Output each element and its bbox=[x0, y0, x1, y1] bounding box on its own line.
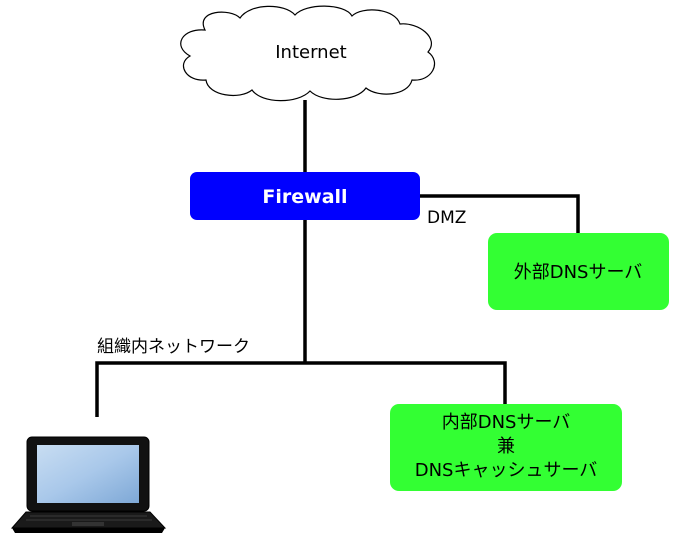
laptop-icon bbox=[10, 436, 167, 533]
internal-dns-line-2: 兼 bbox=[497, 436, 515, 457]
internet-cloud: Internet bbox=[180, 5, 435, 102]
firewall-dmz-link bbox=[420, 194, 580, 234]
external-dns-box bbox=[488, 233, 669, 310]
laptop-touchpad bbox=[72, 522, 104, 526]
firewall-label: Firewall bbox=[262, 186, 347, 208]
laptop-screen bbox=[37, 445, 139, 503]
firewall-node: Firewall bbox=[190, 172, 420, 220]
internal-dns-line-1: 内部DNSサーバ bbox=[442, 412, 571, 433]
internal-network-label: 組織内ネットワーク bbox=[97, 337, 250, 357]
dmz-label: DMZ bbox=[427, 208, 466, 228]
laptop-keys bbox=[26, 515, 152, 521]
internal-dns-node: 内部DNSサーバ 兼 DNSキャッシュサーバ bbox=[390, 404, 622, 491]
laptop-bottom-edge bbox=[12, 528, 165, 533]
cloud-shape bbox=[180, 5, 435, 102]
internal-network-bus bbox=[95, 361, 507, 417]
internal-dns-box bbox=[390, 404, 622, 491]
external-dns-node: 外部DNSサーバ bbox=[488, 233, 669, 310]
internal-dns-line-3: DNSキャッシュサーバ bbox=[415, 460, 598, 481]
connection-lines bbox=[95, 100, 580, 417]
firewall-box bbox=[190, 172, 420, 220]
external-dns-label: 外部DNSサーバ bbox=[514, 262, 643, 283]
internet-label: Internet bbox=[275, 42, 346, 63]
